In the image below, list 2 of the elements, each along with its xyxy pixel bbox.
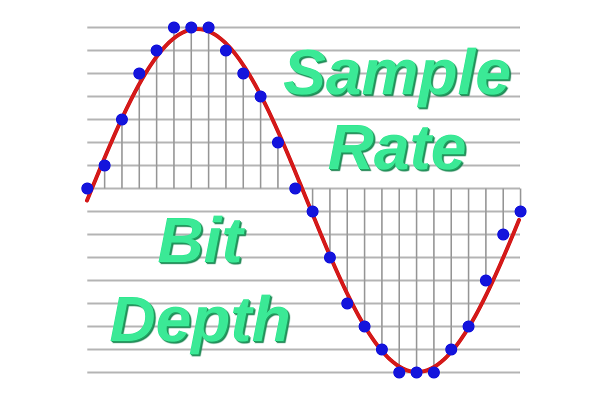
overlay-label: Sample Rate <box>282 35 512 185</box>
overlay-label: Bit Depth <box>108 203 292 357</box>
